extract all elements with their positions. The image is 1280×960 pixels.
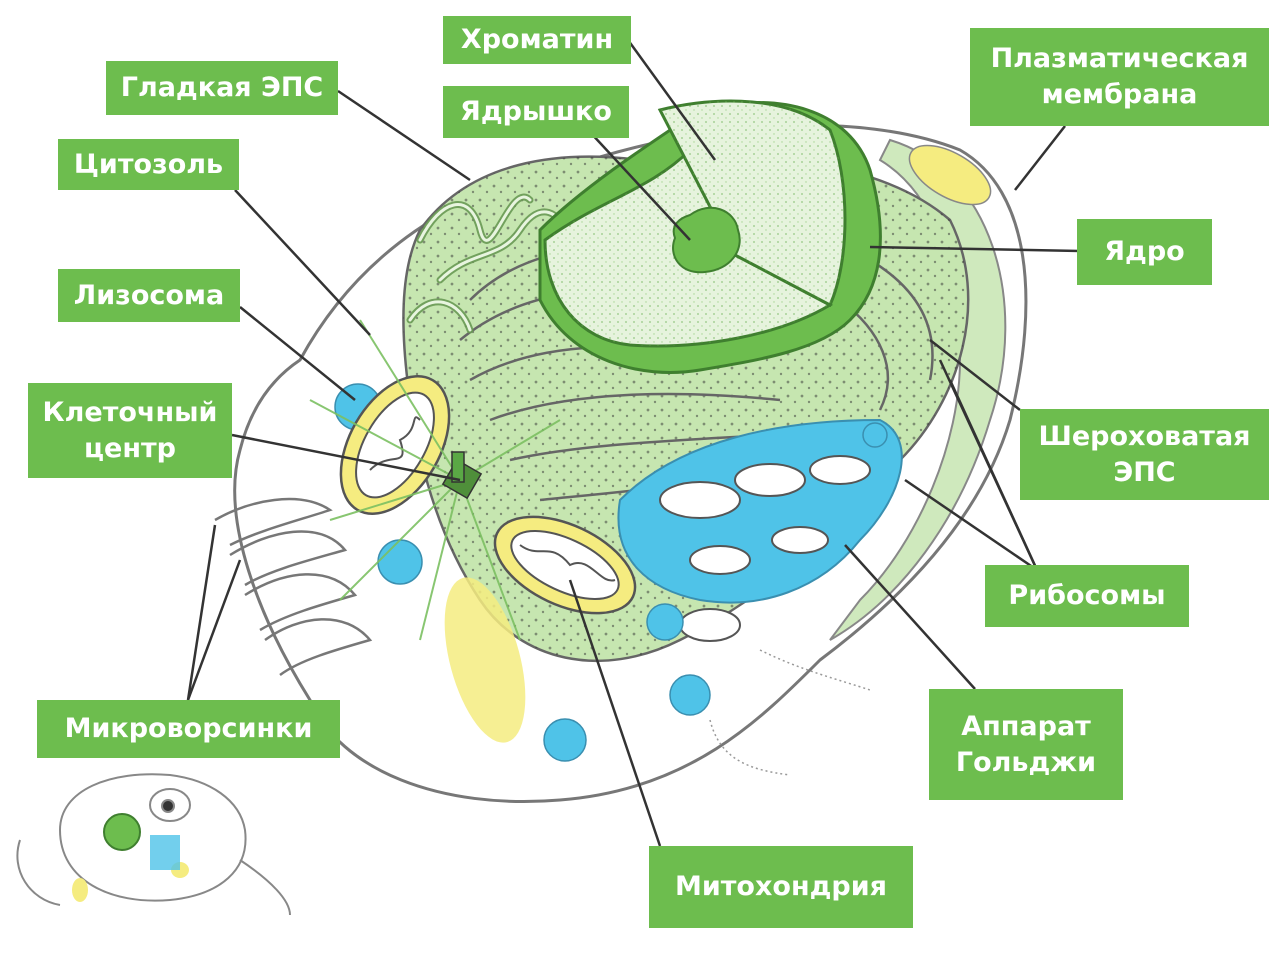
label-plasma-membrane: Плазматическая мембрана	[970, 28, 1269, 126]
frog-mascot	[16, 773, 291, 916]
label-golgi: Аппарат Гольджи	[929, 689, 1123, 800]
label-rough-er: Шероховатая ЭПС	[1020, 409, 1269, 500]
label-smooth-er: Гладкая ЭПС	[106, 61, 338, 115]
label-nucleolus-text: Ядрышко	[460, 96, 612, 127]
label-chromatin: Хроматин	[443, 16, 631, 64]
label-golgi-line1: Аппарат	[961, 710, 1091, 742]
label-rough-er-line1: Шероховатая	[1038, 420, 1251, 452]
label-rough-er-line2: ЭПС	[1113, 456, 1176, 488]
label-nucleus: Ядро	[1077, 219, 1212, 285]
label-cytosol: Цитозоль	[58, 139, 239, 190]
label-plasma-membrane-line1: Плазматическая	[990, 43, 1249, 74]
label-nucleolus: Ядрышко	[443, 86, 629, 138]
label-plasma-membrane-line2: мембрана	[1041, 79, 1198, 110]
label-smooth-er-text: Гладкая ЭПС	[120, 72, 324, 103]
label-cell-center: Клеточный центр	[28, 383, 232, 478]
label-ribosomes-text: Рибосомы	[1008, 580, 1166, 611]
microvilli-shapes	[214, 497, 373, 677]
nucleus-shape	[538, 99, 882, 374]
label-nucleus-text: Ядро	[1104, 236, 1185, 267]
label-ribosomes: Рибосомы	[985, 565, 1189, 627]
centrosome-shape	[309, 319, 561, 641]
label-golgi-line2: Гольджи	[955, 746, 1097, 778]
label-lysosome-text: Лизосома	[73, 279, 225, 311]
label-cytosol-text: Цитозоль	[73, 148, 224, 180]
label-lysosome: Лизосома	[58, 269, 240, 322]
label-microvilli-text: Микроворсинки	[64, 713, 313, 744]
label-mitochondria: Митохондрия	[649, 846, 913, 928]
label-cell-center-line1: Клеточный	[42, 396, 218, 428]
leader-lines	[186, 39, 1081, 847]
label-cell-center-line2: центр	[84, 432, 176, 464]
label-chromatin-text: Хроматин	[460, 24, 614, 55]
label-microvilli: Микроворсинки	[37, 700, 340, 758]
label-mitochondria-text: Митохондрия	[675, 871, 887, 902]
